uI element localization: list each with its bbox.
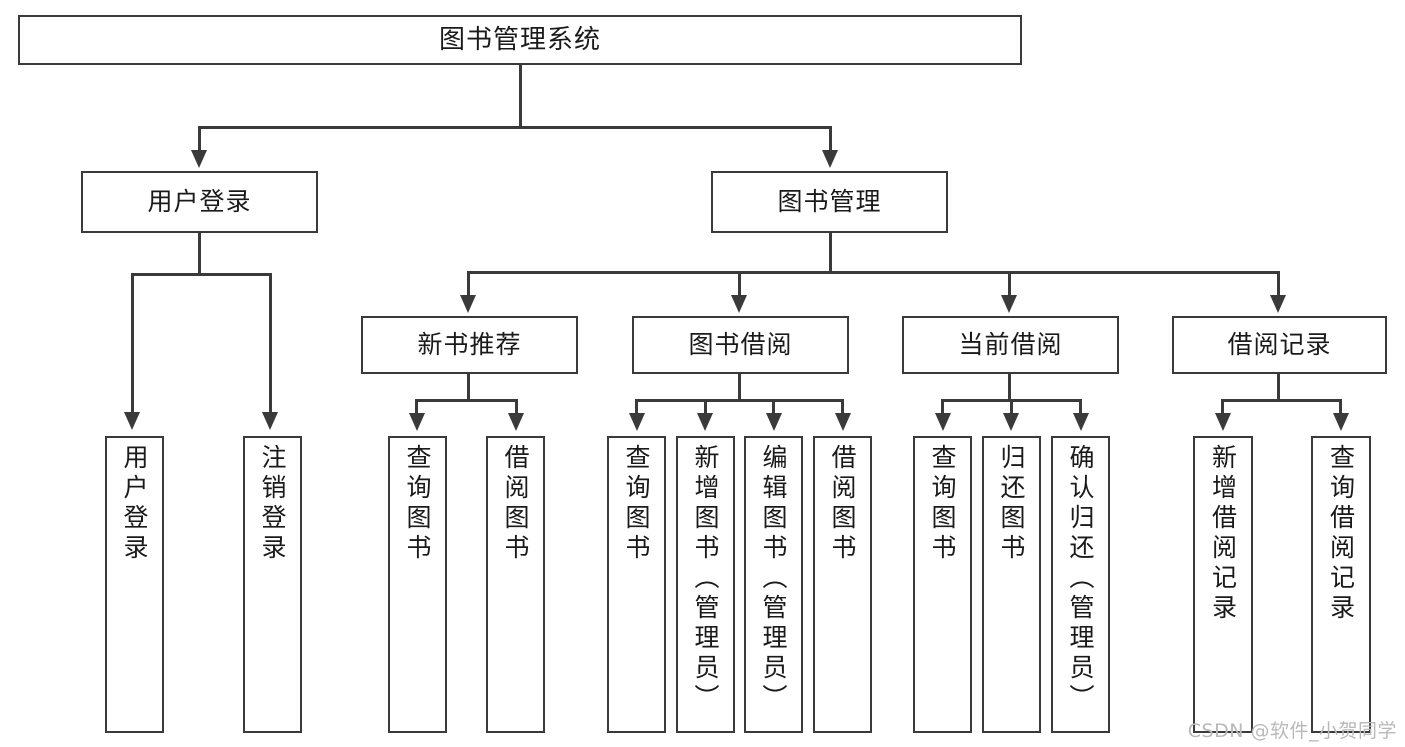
node-leaf-add-borrow-record[interactable]: 新增借阅记录 <box>1193 436 1253 733</box>
connector-book-borrow-bus <box>635 399 843 402</box>
connector-new-book-leaf-1 <box>415 399 418 414</box>
node-leaf-add-book-admin[interactable]: 新增图书（管理员） <box>676 436 735 733</box>
connector-root-bus <box>198 126 831 129</box>
connector-user-login-leaf-1 <box>131 273 134 413</box>
node-label: 确认归还（管理员） <box>1066 444 1095 714</box>
connector-book-borrow-leaf-1 <box>635 399 638 414</box>
node-leaf-query-book-current[interactable]: 查询图书 <box>913 436 972 733</box>
node-label: 查询图书 <box>928 444 957 564</box>
arrowhead-leaf-confirm-return-admin <box>1073 413 1089 431</box>
node-leaf-return-book[interactable]: 归还图书 <box>982 436 1041 733</box>
node-label: 当前借阅 <box>958 330 1063 360</box>
connector-user-login-down <box>198 233 201 274</box>
node-root-book-management-system[interactable]: 图书管理系统 <box>18 15 1022 65</box>
node-leaf-query-borrow-record[interactable]: 查询借阅记录 <box>1311 436 1371 733</box>
connector-to-book-management <box>829 126 832 151</box>
node-book-management[interactable]: 图书管理 <box>711 171 948 233</box>
arrowhead-user-login <box>191 150 207 168</box>
node-label: 查询借阅记录 <box>1326 444 1356 624</box>
connector-current-borrow-leaf-2 <box>1010 399 1013 414</box>
connector-book-borrow-leaf-4 <box>841 399 844 414</box>
arrowhead-leaf-logout <box>262 412 278 430</box>
arrowhead-leaf-add-book-admin <box>697 413 713 431</box>
connector-user-login-leaf-2 <box>269 273 272 413</box>
connector-current-borrow-leaf-3 <box>1079 399 1082 414</box>
node-label: 新书推荐 <box>417 330 522 360</box>
node-leaf-query-book-borrow[interactable]: 查询图书 <box>607 436 666 733</box>
connector-new-book-down <box>467 374 470 400</box>
arrowhead-leaf-query-book-current <box>935 413 951 431</box>
connector-borrow-record-bus <box>1221 399 1341 402</box>
arrowhead-leaf-query-borrow-record <box>1333 413 1349 431</box>
connector-book-borrow-leaf-3 <box>772 399 775 414</box>
node-user-login[interactable]: 用户登录 <box>81 171 318 233</box>
connector-book-borrow-leaf-2 <box>704 399 707 414</box>
connector-borrow-record-leaf-1 <box>1221 399 1224 414</box>
node-current-borrow[interactable]: 当前借阅 <box>902 316 1119 374</box>
node-borrow-record[interactable]: 借阅记录 <box>1172 316 1387 374</box>
arrowhead-leaf-borrow-book-recommend <box>508 413 524 431</box>
arrowhead-leaf-return-book <box>1003 413 1019 431</box>
node-label: 查询图书 <box>403 444 432 564</box>
node-leaf-user-login[interactable]: 用户登录 <box>105 436 164 733</box>
node-label: 归还图书 <box>997 444 1026 564</box>
connector-book-borrow-down <box>738 374 741 400</box>
node-label: 图书管理系统 <box>438 24 601 55</box>
connector-to-user-login <box>198 126 201 151</box>
arrowhead-leaf-query-book-borrow <box>629 413 645 431</box>
arrowhead-leaf-query-book-recommend <box>409 413 425 431</box>
connector-new-book-bus <box>415 399 517 402</box>
node-new-book-recommend[interactable]: 新书推荐 <box>361 316 578 374</box>
node-leaf-borrow-book-recommend[interactable]: 借阅图书 <box>486 436 545 733</box>
node-leaf-query-book-recommend[interactable]: 查询图书 <box>388 436 447 733</box>
node-label: 借阅记录 <box>1227 330 1332 360</box>
node-label: 编辑图书（管理员） <box>759 444 788 714</box>
connector-current-borrow-leaf-1 <box>941 399 944 414</box>
arrowhead-leaf-user-login <box>124 412 140 430</box>
connector-to-current-borrow <box>1008 271 1011 296</box>
node-leaf-edit-book-admin[interactable]: 编辑图书（管理员） <box>744 436 803 733</box>
arrowhead-leaf-borrow-book <box>835 413 851 431</box>
node-label: 注销登录 <box>258 444 287 564</box>
connector-book-management-down <box>829 233 832 273</box>
node-label: 借阅图书 <box>828 444 857 564</box>
node-leaf-borrow-book[interactable]: 借阅图书 <box>813 436 872 733</box>
connector-user-login-bus <box>131 273 270 276</box>
connector-to-book-borrow <box>738 271 741 296</box>
node-label: 用户登录 <box>147 187 252 217</box>
connector-to-borrow-record <box>1277 271 1280 296</box>
arrowhead-new-book-recommend <box>460 295 476 313</box>
node-leaf-logout[interactable]: 注销登录 <box>243 436 302 733</box>
node-leaf-confirm-return-admin[interactable]: 确认归还（管理员） <box>1051 436 1110 733</box>
node-label: 借阅图书 <box>501 444 530 564</box>
arrowhead-borrow-record <box>1270 295 1286 313</box>
arrowhead-book-borrow <box>731 295 747 313</box>
connector-borrow-record-down <box>1277 374 1280 400</box>
connector-root-down <box>519 65 522 127</box>
connector-borrow-record-leaf-2 <box>1339 399 1342 414</box>
arrowhead-book-management <box>822 150 838 168</box>
connector-current-borrow-down <box>1008 374 1011 400</box>
watermark-csdn: CSDN @软件_小贺同学 <box>1187 720 1397 742</box>
node-label: 图书借阅 <box>688 330 793 360</box>
node-book-borrow[interactable]: 图书借阅 <box>632 316 849 374</box>
connector-new-book-leaf-2 <box>515 399 518 414</box>
connector-to-new-book <box>467 271 470 296</box>
arrowhead-leaf-add-borrow-record <box>1215 413 1231 431</box>
node-label: 查询图书 <box>622 444 651 564</box>
arrowhead-current-borrow <box>1001 295 1017 313</box>
node-label: 新增图书（管理员） <box>691 444 720 714</box>
node-label: 用户登录 <box>120 444 149 564</box>
connector-book-management-bus <box>467 271 1279 274</box>
node-label: 新增借阅记录 <box>1208 444 1238 624</box>
arrowhead-leaf-edit-book-admin <box>766 413 782 431</box>
node-label: 图书管理 <box>777 187 882 217</box>
